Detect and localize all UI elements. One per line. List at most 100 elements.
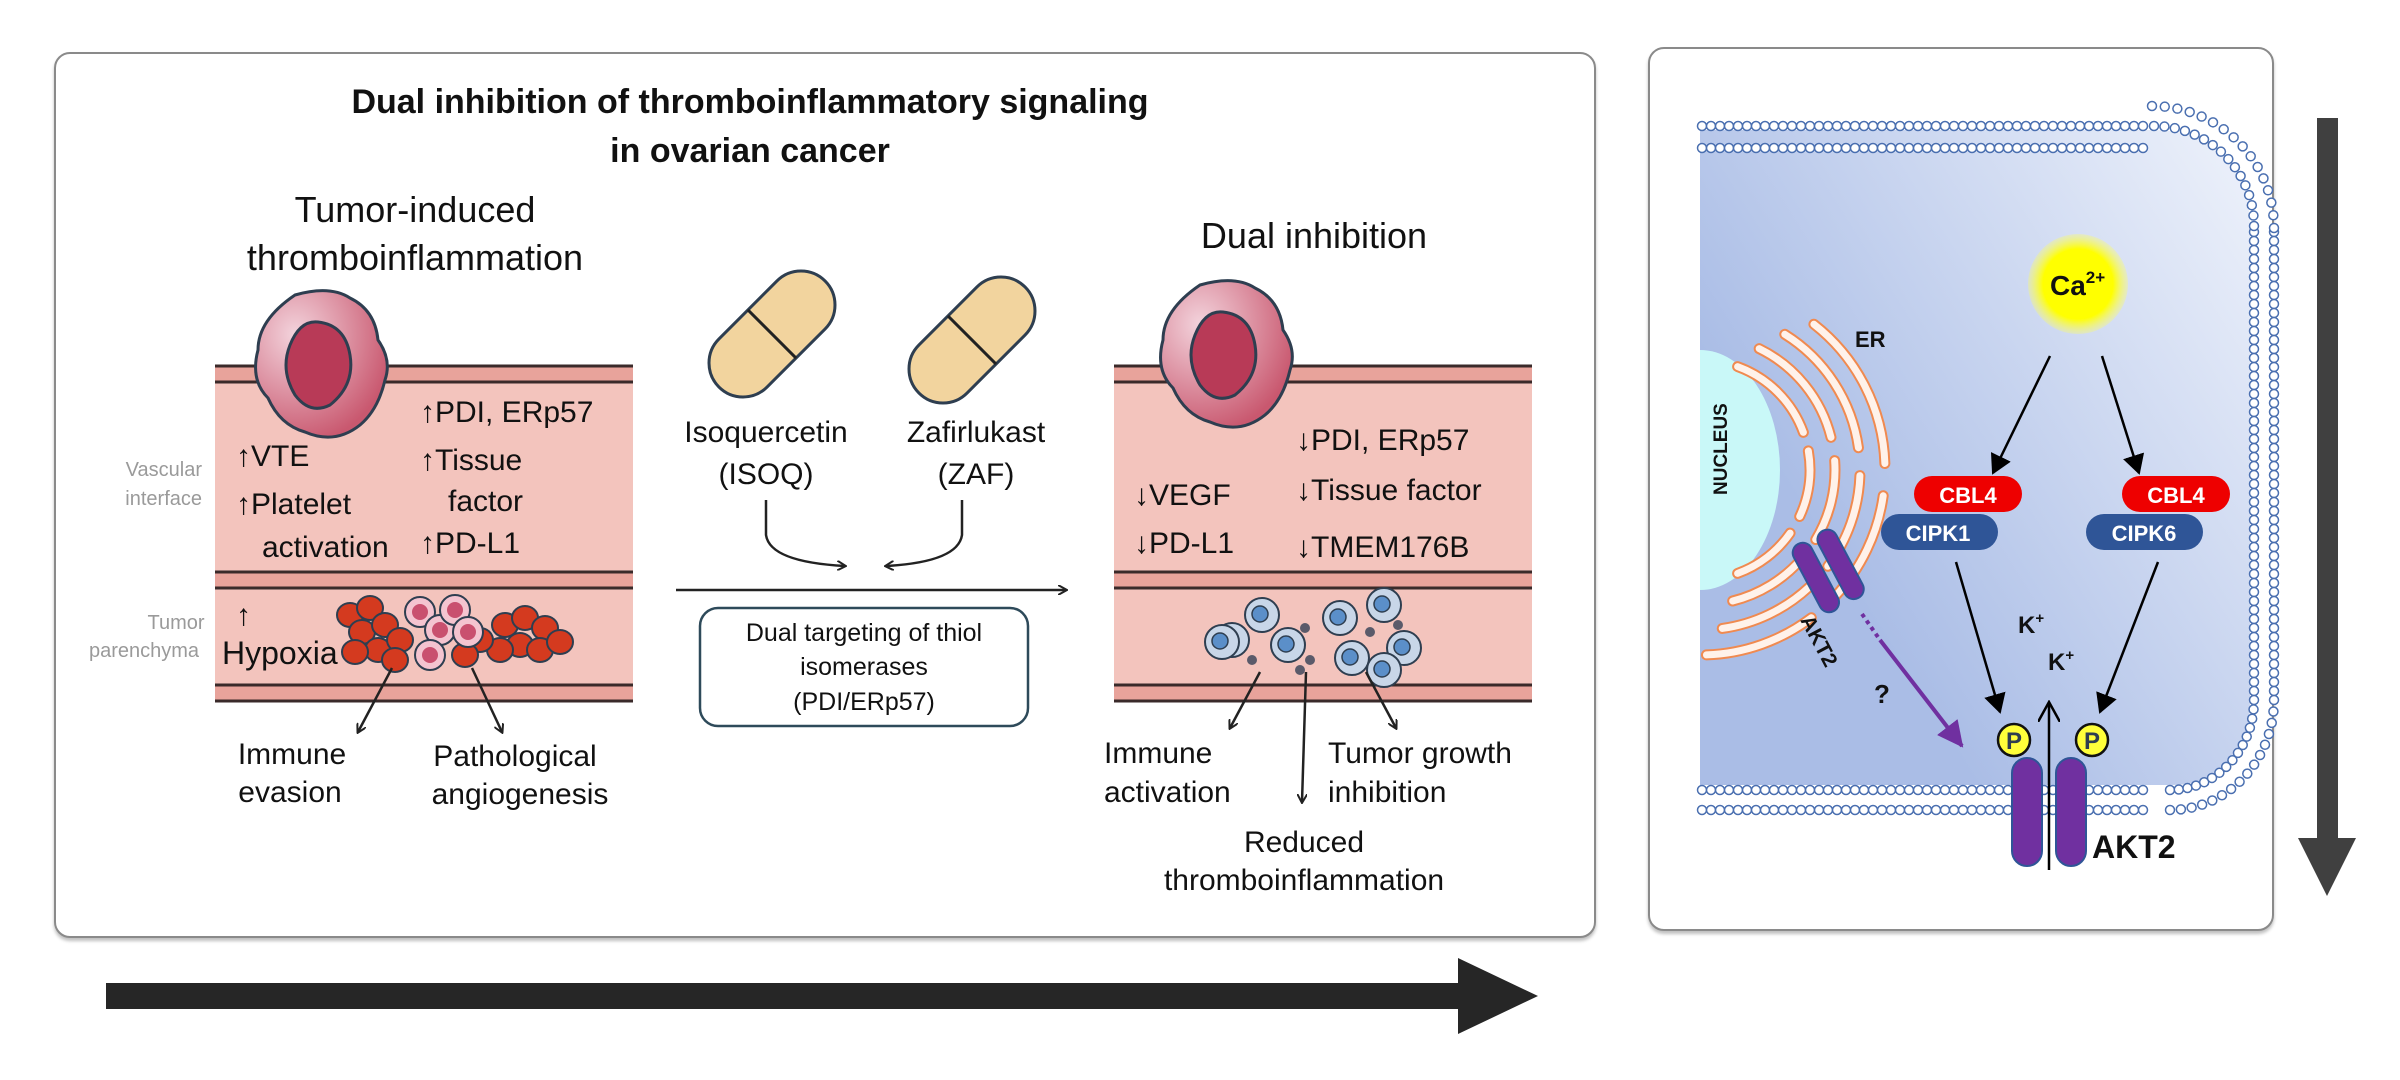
up-tissue-text: ↑Tissue <box>420 444 522 477</box>
lipid-head <box>2268 271 2280 283</box>
lipid-head <box>2248 424 2260 436</box>
lipid-head <box>2268 496 2280 508</box>
lipid-head <box>2110 142 2122 154</box>
lipid-head <box>2248 262 2260 274</box>
tumor-cell-icon <box>254 289 389 439</box>
lipid-head <box>1723 784 1735 796</box>
lipid-head <box>2110 120 2122 132</box>
lipid-head <box>1822 804 1834 816</box>
lipid-head <box>2159 121 2170 132</box>
lipid-head <box>2248 478 2260 490</box>
cipk6-to-p-arrow <box>2096 561 2160 714</box>
akt2-channel-icon <box>2011 757 2087 867</box>
lipid-head <box>1849 120 1861 132</box>
lipid-head <box>2268 514 2280 526</box>
lipid-head <box>1849 784 1861 796</box>
lipid-head <box>2268 370 2280 382</box>
lipid-head <box>1696 804 1708 816</box>
ca-to-cbl4-cipk1-arrow <box>1990 355 2052 475</box>
lipid-head <box>2248 334 2260 346</box>
immune-cell-nucleus <box>1211 632 1229 650</box>
lipid-head <box>1732 804 1744 816</box>
lipid-head <box>2246 713 2258 724</box>
lipid-head <box>1786 120 1798 132</box>
lipid-head <box>2215 146 2227 157</box>
arrow-to-immune-activation <box>1230 671 1262 728</box>
lipid-head <box>2268 262 2280 274</box>
lipid-head <box>2248 370 2260 382</box>
angiogenesis-line2: angiogenesis <box>432 778 609 811</box>
lipid-head <box>2196 799 2208 810</box>
up-platelet-text: ↑Platelet <box>236 488 352 521</box>
lipid-head <box>2011 120 2023 132</box>
lipid-head <box>2173 784 2185 795</box>
lipid-head <box>1840 804 1852 816</box>
lipid-head <box>1768 142 1780 154</box>
lipid-head <box>1957 120 1969 132</box>
lipid-head <box>1921 142 1933 154</box>
lipid-head <box>1777 120 1789 132</box>
lipid-head <box>2248 496 2260 508</box>
debris <box>1247 655 1257 665</box>
tumor-growth-line2: inhibition <box>1328 776 1446 809</box>
lipid-head <box>2235 170 2246 182</box>
lipid-head <box>1732 142 1744 154</box>
lipid-head <box>1921 784 1933 796</box>
lipid-head <box>1957 804 1969 816</box>
cell-membrane <box>1696 100 2280 816</box>
lipid-head <box>1930 142 1942 154</box>
lipid-head <box>1831 804 1843 816</box>
lipid-head <box>2248 397 2260 409</box>
lipid-head <box>2248 235 2260 247</box>
lipid-head <box>2248 613 2260 625</box>
lipid-head <box>1984 142 1996 154</box>
red-blood-cell <box>381 647 409 673</box>
lipid-head <box>1948 804 1960 816</box>
lipid-head <box>1975 120 1987 132</box>
lipid-head <box>2268 631 2280 643</box>
er-label: ER <box>1855 327 1886 352</box>
lipid-head <box>2268 469 2280 481</box>
lipid-head <box>2248 649 2260 661</box>
lipid-head <box>1831 120 1843 132</box>
lipid-head <box>1750 784 1762 796</box>
up-pdl1-text: ↑PD-L1 <box>420 527 520 560</box>
reduced-line1: Reduced <box>1244 826 1364 859</box>
lipid-head <box>2110 804 2122 816</box>
lipid-head <box>2268 586 2280 598</box>
lipid-head <box>1867 804 1879 816</box>
lipid-head <box>1804 804 1816 816</box>
immune-cell-nucleus <box>1373 595 1391 613</box>
lipid-head <box>1741 142 1753 154</box>
lipid-head <box>1885 120 1897 132</box>
lipid-head <box>2268 478 2280 490</box>
lipid-head <box>2206 772 2218 784</box>
lipid-head <box>2248 388 2260 400</box>
lipid-head <box>1885 142 1897 154</box>
lipid-head <box>2128 142 2140 154</box>
lipid-head <box>2175 804 2187 815</box>
lipid-head <box>2214 767 2225 779</box>
hypoxia-text: Hypoxia <box>222 635 338 671</box>
lipid-head <box>2229 161 2241 173</box>
lipid-head <box>2248 541 2260 553</box>
lipid-head <box>2248 379 2260 391</box>
lipid-head <box>2137 142 2149 154</box>
lipid-head <box>1768 784 1780 796</box>
dual-targeting-line1: Dual targeting of thiol <box>746 619 982 647</box>
lipid-head <box>2248 460 2260 472</box>
dual-targeting-line3: (PDI/ERp57) <box>793 688 935 716</box>
lipid-head <box>1885 784 1897 796</box>
lipid-head <box>2128 120 2140 132</box>
lipid-head <box>1894 804 1906 816</box>
lipid-head <box>2186 802 2197 813</box>
lipid-head <box>2220 761 2232 773</box>
lipid-head <box>2268 289 2280 301</box>
lipid-head <box>2207 795 2218 806</box>
lipid-head <box>2268 568 2280 580</box>
lipid-head <box>1813 142 1825 154</box>
lipid-head <box>1876 784 1888 796</box>
lipid-head <box>2268 244 2280 256</box>
lipid-head <box>1795 784 1807 796</box>
lipid-head <box>2268 613 2280 625</box>
